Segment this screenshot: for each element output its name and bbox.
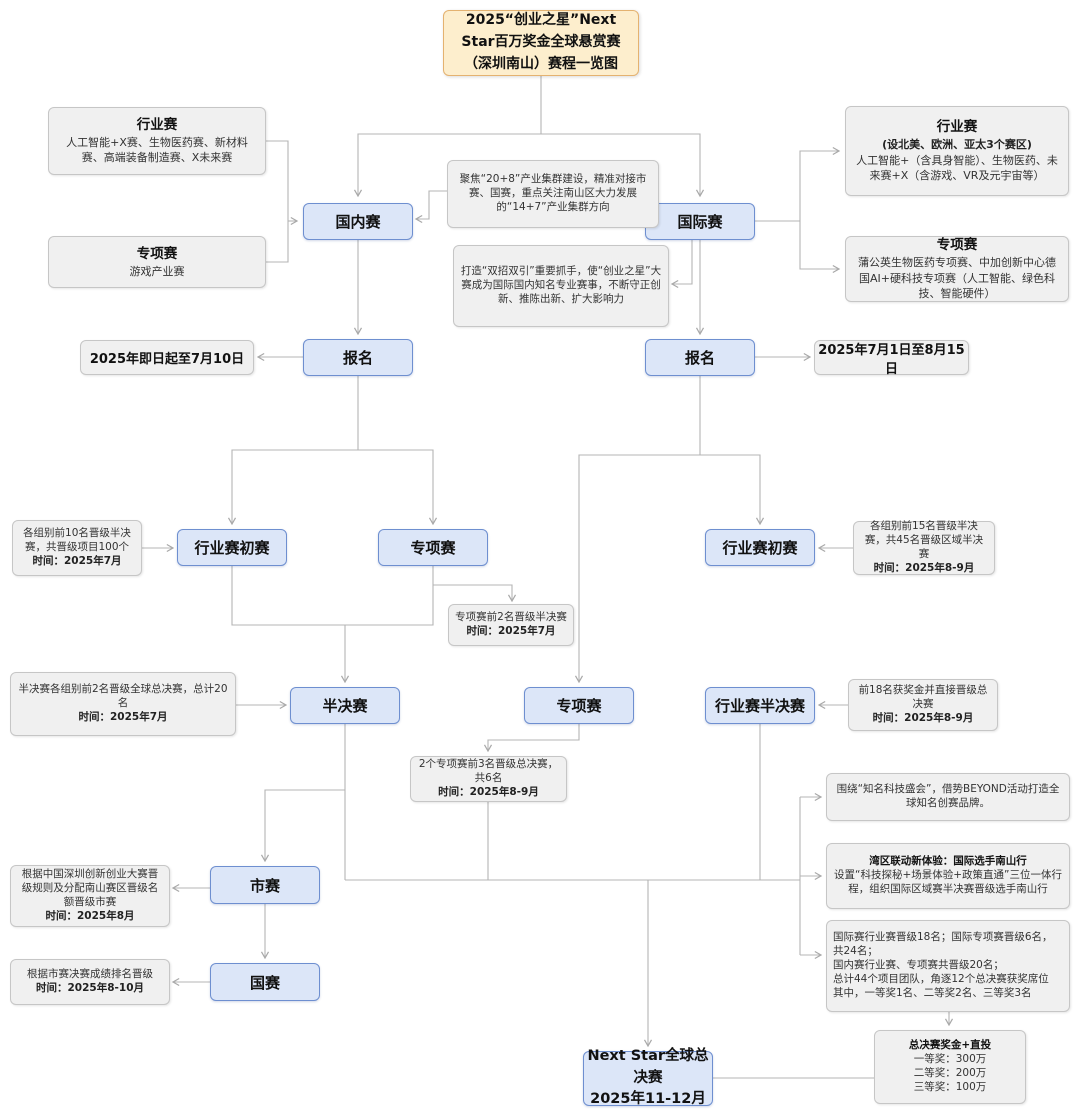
note-time: 时间：2025年7月 <box>466 625 556 637</box>
node-industry-prelim-left: 行业赛初赛 <box>177 529 287 566</box>
note-body: 根据中国深圳创新创业大赛晋级规则及分配南山赛区晋级名额晋级市赛 <box>21 868 159 908</box>
note-body: 专项赛前2名晋级半决赛 <box>455 611 567 624</box>
note-body: 半决赛各组别前2名晋级全球总决赛，总计20名 <box>18 683 228 710</box>
node-domestic-round: 国内赛 <box>303 203 413 240</box>
final-date: 2025年11-12月 <box>590 1091 706 1108</box>
panel-body: 游戏产业赛 <box>129 264 185 278</box>
note-time: 时间：2025年8-9月 <box>872 711 974 724</box>
note-body: 聚焦“20+8”产业集群建设，精准对接市赛、国赛，重点关注南山区大力发展的“14… <box>459 173 647 213</box>
note-special-top3: 2个专项赛前3名晋级总决赛，共6名 时间：2025年8-9月 <box>410 756 567 802</box>
node-register-left: 报名 <box>303 339 413 376</box>
industry-track-right-panel: 行业赛 (设北美、欧洲、亚太3个赛区) 人工智能+（含具身智能）、生物医药、未来… <box>845 106 1069 196</box>
note-build-brand: 打造“双招双引”重要抓手，使“创业之星”大赛成为国际国内知名专业赛事，不断守正创… <box>453 245 669 327</box>
special-track-left-panel: 专项赛 游戏产业赛 <box>48 236 266 288</box>
industry-track-left-panel: 行业赛 人工智能+X赛、生物医药赛、新材料赛、高端装备制造赛、X未来赛 <box>48 107 266 175</box>
prize-first: 一等奖：300万 <box>913 1053 987 1066</box>
node-global-final: Next Star全球总决赛 2025年11-12月 <box>583 1048 713 1107</box>
note-line: 国内赛行业赛、专项赛共晋级20名； <box>833 959 1004 972</box>
note-body: 围绕“知名科技盛会”，借势BEYOND活动打造全球知名创赛品牌。 <box>836 783 1060 809</box>
note-beyond-brand: 围绕“知名科技盛会”，借势BEYOND活动打造全球知名创赛品牌。 <box>826 773 1070 821</box>
prize-second: 二等奖：200万 <box>913 1067 987 1079</box>
panel-title: 专项赛 <box>136 245 178 262</box>
note-body: 各组别前15名晋级半决赛，共45名晋级区域半决赛 <box>864 520 984 560</box>
note-body: 根据市赛决赛成绩排名晋级 <box>27 968 153 981</box>
prize-third: 三等奖：100万 <box>913 1080 987 1093</box>
note-top15-advance: 各组别前15名晋级半决赛，共45名晋级区域半决赛 时间：2025年8-9月 <box>853 520 995 575</box>
note-body: 打造“双招双引”重要抓手，使“创业之星”大赛成为国际国内知名专业赛事，不断守正创… <box>460 265 662 305</box>
note-body: 设置“科技探秘+场景体验+政策直通”三位一体行程，组织国际区域赛半决赛晋级选手南… <box>834 869 1062 895</box>
final-title: Next Star全球总决赛 <box>587 1047 709 1086</box>
note-time: 时间：2025年7月 <box>78 710 168 723</box>
node-national-round: 国赛 <box>210 963 320 1001</box>
panel-title: 行业赛 <box>936 119 978 136</box>
note-line: 其中，一等奖1名、二等奖2名、三等奖3名 <box>833 986 1032 999</box>
node-international-round: 国际赛 <box>645 203 755 240</box>
note-time: 时间：2025年8月 <box>45 909 135 922</box>
chart-title: 2025“创业之星”Next Star百万奖金全球悬赏赛（深圳南山）赛程一览图 <box>443 10 639 76</box>
note-title: 湾区联动新体验：国际选手南山行 <box>869 855 1027 868</box>
note-time: 时间：2025年8-9月 <box>873 561 975 574</box>
note-body: 2个专项赛前3名晋级总决赛，共6名 <box>418 758 559 785</box>
node-semifinal: 半决赛 <box>290 687 400 724</box>
note-final-quota-stats: 国际赛行业赛晋级18名；国际专项赛晋级6名，共24名； 国内赛行业赛、专项赛共晋… <box>826 920 1070 1012</box>
note-focus-2008: 聚焦“20+8”产业集群建设，精准对接市赛、国赛，重点关注南山区大力发展的“14… <box>447 160 659 228</box>
note-semifinal-top2: 半决赛各组别前2名晋级全球总决赛，总计20名 时间：2025年7月 <box>10 672 236 736</box>
note-line: 国际赛行业赛晋级18名；国际专项赛晋级6名，共24名； <box>833 931 1053 958</box>
special-track-right-panel: 专项赛 蒲公英生物医药专项赛、中加创新中心德国AI+硬科技专项赛（人工智能、绿色… <box>845 236 1069 302</box>
note-time: 时间：2025年8-9月 <box>438 785 539 798</box>
date-domestic-register: 2025年即日起至7月10日 <box>80 340 254 375</box>
note-city-rule: 根据中国深圳创新创业大赛晋级规则及分配南山赛区晋级名额晋级市赛 时间：2025年… <box>10 865 170 927</box>
note-top18-direct: 前18名获奖金并直接晋级总决赛 时间：2025年8-9月 <box>848 679 998 731</box>
note-line: 总计44个项目团队，角逐12个总决赛获奖席位 <box>833 972 1049 985</box>
panel-title: 专项赛 <box>936 237 978 254</box>
note-body: 各组别前10名晋级半决赛，共晋级项目100个 <box>23 527 131 554</box>
panel-title: 行业赛 <box>136 117 178 134</box>
note-body: 前18名获奖金并直接晋级总决赛 <box>858 684 988 711</box>
note-final-prize: 总决赛奖金+直投 一等奖：300万 二等奖：200万 三等奖：100万 <box>874 1030 1026 1104</box>
node-city-round: 市赛 <box>210 866 320 904</box>
note-top10-advance: 各组别前10名晋级半决赛，共晋级项目100个 时间：2025年7月 <box>12 520 142 576</box>
note-time: 时间：2025年8-10月 <box>36 982 144 994</box>
note-special-top2: 专项赛前2名晋级半决赛 时间：2025年7月 <box>448 604 574 646</box>
node-special-semi: 专项赛 <box>524 687 634 724</box>
note-national-rule: 根据市赛决赛成绩排名晋级 时间：2025年8-10月 <box>10 959 170 1005</box>
node-industry-semifinal: 行业赛半决赛 <box>705 687 815 724</box>
panel-body: 人工智能+（含具身智能）、生物医药、未来赛+X（含游戏、VR及元宇宙等） <box>856 153 1058 183</box>
prize-title: 总决赛奖金+直投 <box>908 1039 992 1052</box>
date-international-register: 2025年7月1日至8月15日 <box>814 340 969 377</box>
note-bay-area-tour: 湾区联动新体验：国际选手南山行 设置“科技探秘+场景体验+政策直通”三位一体行程… <box>826 843 1070 909</box>
panel-body: 蒲公英生物医药专项赛、中加创新中心德国AI+硬科技专项赛（人工智能、绿色科技、智… <box>858 256 1056 301</box>
node-register-right: 报名 <box>645 339 755 376</box>
panel-body: 人工智能+X赛、生物医药赛、新材料赛、高端装备制造赛、X未来赛 <box>66 136 248 165</box>
panel-subtitle: (设北美、欧洲、亚太3个赛区) <box>882 138 1032 152</box>
node-industry-prelim-right: 行业赛初赛 <box>705 529 815 566</box>
note-time: 时间：2025年7月 <box>32 554 122 567</box>
node-special-prelim: 专项赛 <box>378 529 488 566</box>
